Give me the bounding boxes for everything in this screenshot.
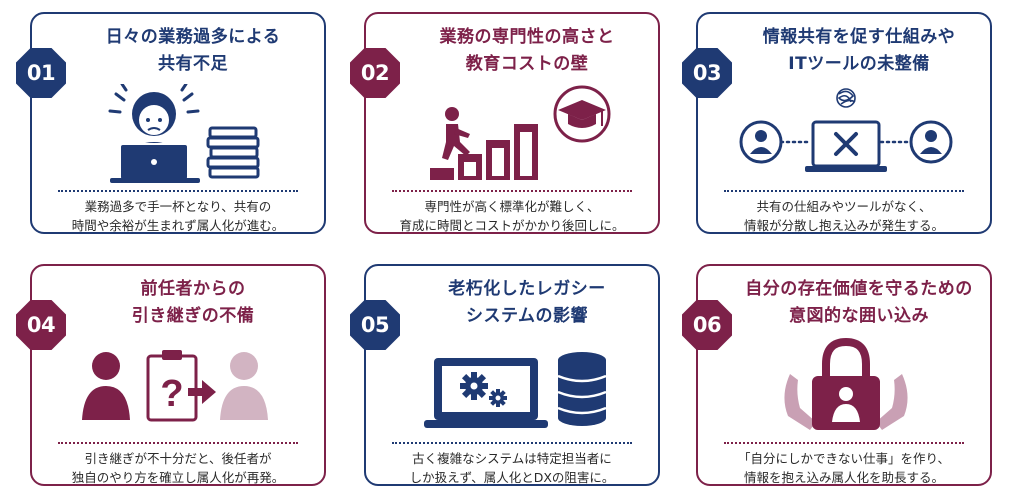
dotted-divider bbox=[724, 190, 964, 192]
legacy-system-icon bbox=[366, 336, 662, 436]
handover-clipboard-icon: ? bbox=[32, 336, 328, 436]
card-description: 専門性が高く標準化が難しく、 育成に時間とコストがかかり後回しに。 bbox=[399, 199, 625, 233]
svg-text:?: ? bbox=[160, 373, 183, 415]
card-title: 情報共有を促す仕組みや ITツールの未整備 bbox=[762, 27, 956, 74]
card-description: 引き継ぎが不十分だと、後任者が 独自のやり方を確立し属人化が再発。 bbox=[71, 451, 285, 485]
number-badge: 02 bbox=[350, 48, 400, 98]
card-title: 老朽化したレガシー システムの影響 bbox=[448, 279, 606, 326]
card-title: 前任者からの 引き継ぎの不備 bbox=[131, 279, 255, 326]
card-description: 古く複雑なシステムは特定担当者に しか扱えず、属人化とDXの阻害に。 bbox=[409, 451, 615, 485]
disconnected-users-icon bbox=[698, 84, 994, 184]
card-02: 02 業務の専門性の高さと 教育コストの壁 bbox=[350, 12, 662, 234]
card-title: 自分の存在価値を守るための 意図的な囲い込み bbox=[745, 279, 973, 326]
number-badge: 03 bbox=[682, 48, 732, 98]
dotted-divider bbox=[392, 442, 632, 444]
card-description: 業務過多で手一杯となり、共有の 時間や余裕が生まれず属人化が進む。 bbox=[71, 199, 285, 233]
overworked-person-icon bbox=[32, 84, 328, 184]
card-03: 03 情報共有を促す仕組みや ITツールの未整備 bbox=[682, 12, 994, 234]
card-04: 04 前任者からの 引き継ぎの不備 ? 引き継ぎが不十分だと、後任者が 独自のや… bbox=[16, 264, 328, 486]
card-05: 05 老朽化したレガシー システムの影響 bbox=[350, 264, 662, 486]
number-badge: 01 bbox=[16, 48, 66, 98]
dotted-divider bbox=[392, 190, 632, 192]
padlock-hands-icon bbox=[698, 336, 994, 436]
card-title: 業務の専門性の高さと 教育コストの壁 bbox=[439, 27, 615, 74]
number-badge: 06 bbox=[682, 300, 732, 350]
card-title: 日々の業務過多による 共有不足 bbox=[105, 27, 281, 74]
card-06: 06 自分の存在価値を守るための 意図的な囲い込み 「自分にしかできない仕事」を… bbox=[682, 264, 994, 486]
card-01: 01 日々の業務過多による 共有不足 bbox=[16, 12, 328, 234]
card-description: 「自分にしかできない仕事」を作り、 情報を抱え込み属人化を助長する。 bbox=[737, 451, 950, 485]
number-badge: 04 bbox=[16, 300, 66, 350]
dotted-divider bbox=[58, 442, 298, 444]
card-description: 共有の仕組みやツールがなく、 情報が分散し抱え込みが発生する。 bbox=[743, 199, 944, 233]
stairs-graduation-icon bbox=[366, 84, 662, 184]
dotted-divider bbox=[724, 442, 964, 444]
number-badge: 05 bbox=[350, 300, 400, 350]
dotted-divider bbox=[58, 190, 298, 192]
